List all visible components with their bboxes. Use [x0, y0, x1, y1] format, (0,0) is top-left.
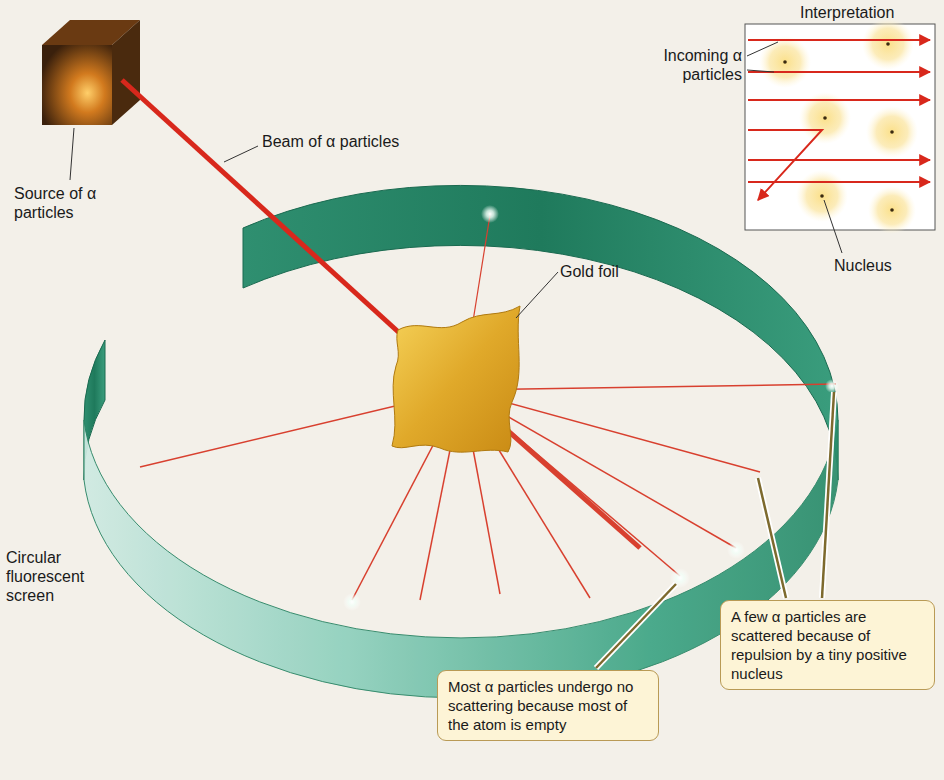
inset-title: Interpretation: [800, 3, 930, 22]
gold-foil: [392, 306, 520, 452]
callout-box: A few α particles are scattered because …: [720, 600, 935, 690]
callout-text: Most α particles undergo no scattering b…: [448, 677, 648, 734]
callout-box: Most α particles undergo no scattering b…: [437, 670, 659, 741]
inset-label: Nucleus: [834, 256, 924, 275]
part-label: Source of α particles: [14, 184, 129, 222]
leader-lines: [70, 42, 842, 318]
part-label: Beam of α particles: [262, 132, 462, 151]
interpretation-inset: [745, 18, 935, 234]
scintillation-flashes: [343, 205, 839, 611]
scattered-paths: [140, 215, 836, 600]
alpha-source: [42, 20, 140, 125]
callout-text: A few α particles are scattered because …: [731, 607, 924, 683]
part-label: Circular fluorescent screen: [6, 548, 92, 605]
screen-back: [84, 185, 838, 480]
part-label: Gold foil: [560, 262, 660, 281]
inset-label: Incoming α particles: [612, 46, 742, 84]
